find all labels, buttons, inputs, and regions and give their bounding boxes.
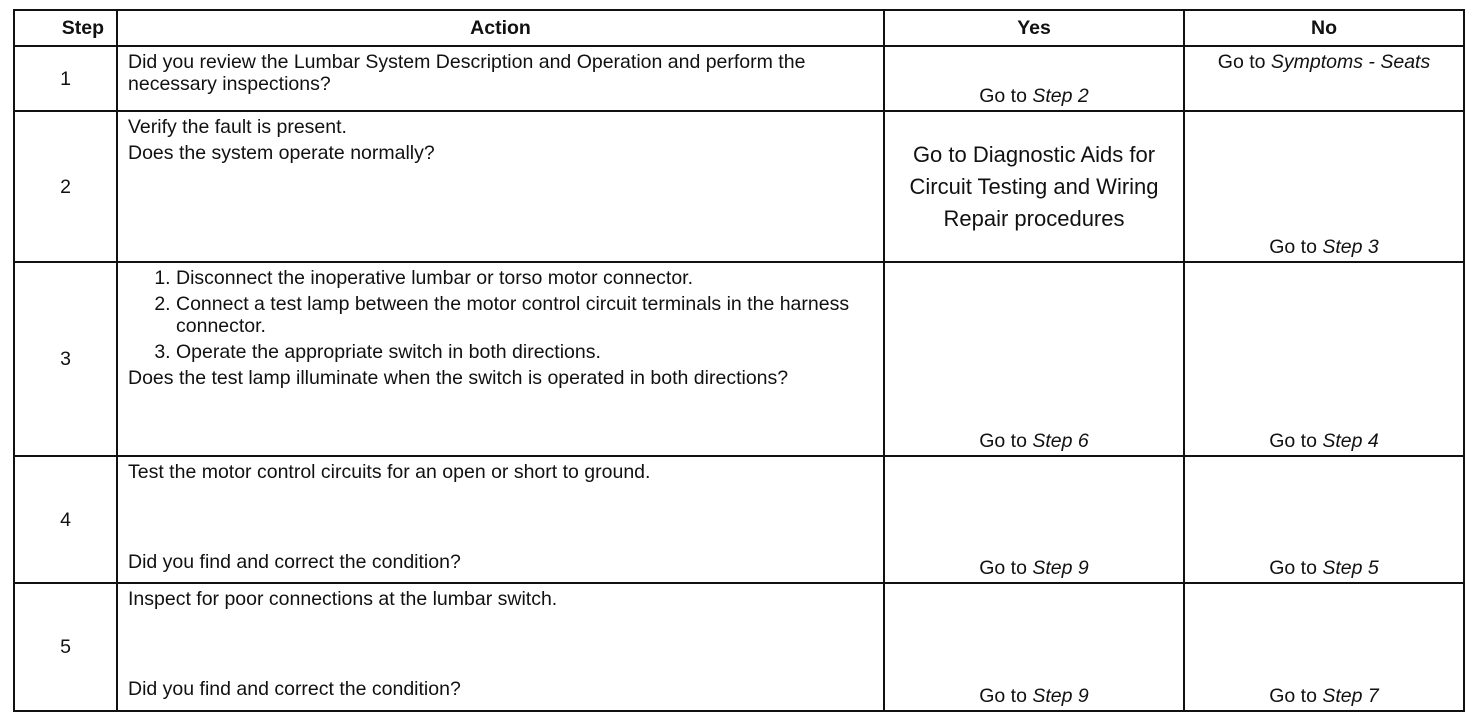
action-question: Does the system operate normally? [128, 142, 435, 164]
action-cell: Test the motor control circuits for an o… [116, 455, 885, 584]
step-number: 2 [13, 110, 118, 263]
action-question: Does the test lamp illuminate when the s… [128, 367, 789, 389]
step-number: 1 [13, 45, 118, 112]
yes-step-link: Step 9 [1032, 685, 1089, 707]
header-yes: Yes [883, 9, 1185, 47]
header-row: Step Action Yes No [13, 9, 1465, 47]
no-prefix: Go to [1217, 51, 1271, 73]
table-row: 4 Test the motor control circuits for an… [13, 455, 1465, 584]
no-cell: Go to Step 3 [1183, 110, 1465, 263]
header-no: No [1183, 9, 1465, 47]
action-cell: Inspect for poor connections at the lumb… [116, 582, 885, 712]
step-number: 3 [13, 261, 118, 457]
no-step-link: Step 7 [1322, 685, 1379, 707]
action-cell: Did you review the Lumbar System Descrip… [116, 45, 885, 112]
procedure-item: Disconnect the inoperative lumbar or tor… [176, 267, 873, 289]
table-row: 1 Did you review the Lumbar System Descr… [13, 45, 1465, 112]
action-cell: Disconnect the inoperative lumbar or tor… [116, 261, 885, 457]
header-action: Action [116, 9, 885, 47]
no-prefix: Go to [1269, 236, 1323, 258]
action-cell: Verify the fault is present. Does the sy… [116, 110, 885, 263]
no-step-link: Symptoms - Seats [1270, 51, 1431, 73]
action-question: Did you find and correct the condition? [128, 551, 461, 573]
no-prefix: Go to [1269, 685, 1323, 707]
procedure-item: Connect a test lamp between the motor co… [176, 293, 873, 337]
no-cell: Go to Step 7 [1183, 582, 1465, 712]
procedure-list: Disconnect the inoperative lumbar or tor… [128, 267, 873, 363]
action-text: Verify the fault is present. [128, 116, 347, 138]
table-row: 2 Verify the fault is present. Does the … [13, 110, 1465, 263]
no-prefix: Go to [1269, 557, 1323, 579]
table-row: 5 Inspect for poor connections at the lu… [13, 582, 1465, 712]
yes-cell: Go to Step 2 [883, 45, 1185, 112]
yes-step-link: Step 6 [1032, 430, 1089, 452]
action-text: Test the motor control circuits for an o… [128, 461, 651, 483]
yes-step-link: Step 2 [1032, 85, 1089, 107]
yes-cell: Go to Step 9 [883, 582, 1185, 712]
no-cell: Go to Step 5 [1183, 455, 1465, 584]
yes-prefix: Go to [979, 430, 1033, 452]
no-step-link: Step 3 [1322, 236, 1379, 258]
yes-cell: Go to Diagnostic Aids for Circuit Testin… [883, 110, 1185, 263]
yes-cell: Go to Step 9 [883, 455, 1185, 584]
header-step: Step [13, 9, 118, 47]
step-number: 5 [13, 582, 118, 712]
yes-prefix: Go to [979, 85, 1033, 107]
action-question: Did you find and correct the condition? [128, 678, 461, 700]
yes-cell: Go to Step 6 [883, 261, 1185, 457]
no-cell: Go to Symptoms - Seats [1183, 45, 1465, 112]
yes-step-link: Step 9 [1032, 557, 1089, 579]
table-row: 3 Disconnect the inoperative lumbar or t… [13, 261, 1465, 457]
no-cell: Go to Step 4 [1183, 261, 1465, 457]
diagnostic-table: Step Action Yes No 1 Did you review the … [13, 9, 1465, 712]
action-text: Did you review the Lumbar System Descrip… [128, 51, 806, 95]
no-step-link: Step 4 [1322, 430, 1379, 452]
no-step-link: Step 5 [1322, 557, 1379, 579]
yes-prefix: Go to [979, 685, 1033, 707]
action-text: Inspect for poor connections at the lumb… [128, 588, 558, 610]
step-number: 4 [13, 455, 118, 584]
no-prefix: Go to [1269, 430, 1323, 452]
procedure-item: Operate the appropriate switch in both d… [176, 341, 873, 363]
yes-prefix: Go to [979, 557, 1033, 579]
